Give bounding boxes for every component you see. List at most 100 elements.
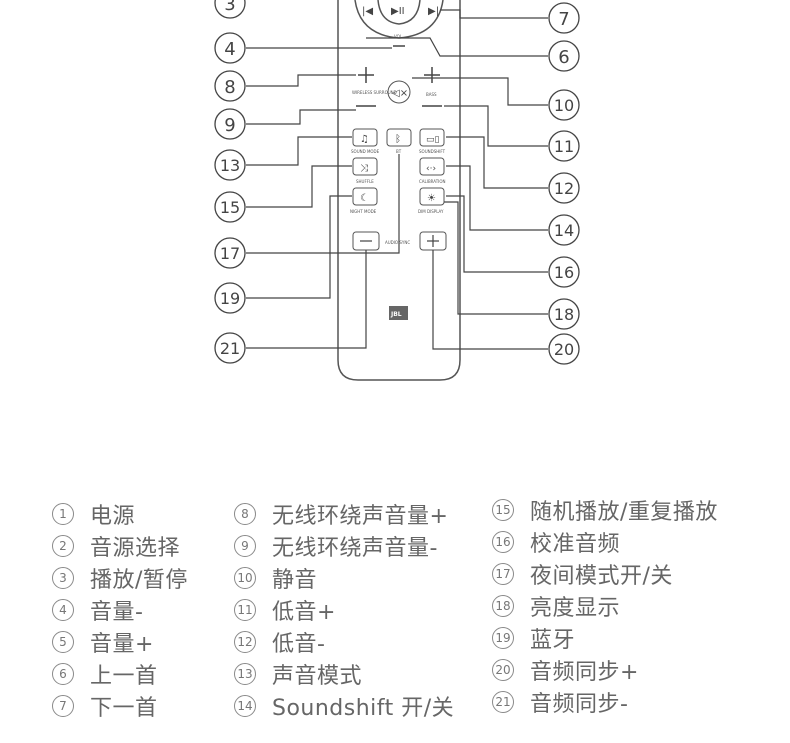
legend-label: 音量+ [90, 632, 154, 657]
legend-number: 11 [234, 599, 256, 621]
play-pause-icon: ▶II [391, 6, 405, 17]
bass-label: BASS [426, 92, 437, 97]
bt-button [386, 128, 412, 147]
legend-number: 4 [52, 599, 74, 621]
bt-label: BT [396, 149, 402, 154]
calibration-icon: ‹·› [426, 164, 436, 174]
soundshift-button [419, 128, 445, 147]
svg-text:8: 8 [224, 77, 235, 98]
svg-text:6: 6 [558, 47, 569, 68]
legend-number: 10 [234, 567, 256, 589]
legend-label: 夜间模式开/关 [530, 564, 673, 589]
legend-label: 随机播放/重复播放 [530, 500, 718, 525]
legend-number: 16 [492, 531, 514, 553]
leader-14 [446, 165, 548, 231]
legend-number: 1 [52, 503, 74, 525]
center-ring [377, 0, 421, 25]
remote-control-diagram: |◀ ▶II ▶| VOL WIRELESS SURROUND ◁× BASS … [214, 0, 580, 381]
legend-label: 无线环绕声音量- [272, 536, 438, 561]
night-mode-button [352, 187, 378, 206]
leader-11 [444, 105, 548, 147]
vol-label: VOL [394, 34, 403, 39]
callouts-right: 7 6 10 11 12 14 16 18 20 [548, 2, 580, 365]
callout-6: 6 [548, 40, 580, 72]
legend-number: 20 [492, 659, 514, 681]
callout-14: 14 [548, 214, 580, 246]
svg-text:3: 3 [224, 0, 235, 15]
legend-label: 静音 [272, 568, 318, 593]
callout-21: 21 [214, 332, 246, 364]
svg-text:11: 11 [554, 137, 574, 156]
callout-13: 13 [214, 149, 246, 181]
brightness-icon: ☀ [427, 193, 436, 204]
callout-12: 12 [548, 172, 580, 204]
legend-label: 蓝牙 [530, 628, 576, 653]
legend-number: 14 [234, 695, 256, 717]
legend-label: 音频同步+ [530, 660, 639, 685]
svg-text:18: 18 [554, 305, 574, 324]
bass-plus-icon [424, 67, 440, 83]
svg-text:19: 19 [220, 289, 240, 308]
callout-8: 8 [214, 70, 246, 102]
leader-21 [246, 250, 367, 349]
svg-text:12: 12 [554, 179, 574, 198]
leader-19 [246, 195, 352, 299]
wireless-surround-label: WIRELESS SURROUND [352, 90, 397, 95]
legend-item: 16 校准音频 [492, 526, 718, 558]
callout-3: 3 [214, 0, 246, 19]
bluetooth-icon: ᛒ [395, 134, 401, 145]
legend-label: 无线环绕声音量+ [272, 504, 449, 529]
jbl-logo [389, 306, 408, 320]
callouts-left: 3 4 8 9 13 15 17 19 21 [214, 0, 246, 364]
callout-4: 4 [214, 32, 246, 64]
legend-item: 17 夜间模式开/关 [492, 558, 718, 590]
callout-7: 7 [548, 2, 580, 34]
legend-item: 14 Soundshift 开/关 [234, 690, 454, 722]
legend-item: 12 低音- [234, 626, 454, 658]
leader-16 [446, 195, 548, 273]
jbl-logo-text: JBL [390, 311, 402, 318]
soundshift-label: SOUNDSHIFT [419, 149, 446, 154]
leader-18 [444, 201, 548, 315]
svg-text:9: 9 [224, 115, 235, 136]
legend-number: 21 [492, 691, 514, 713]
legend-label: 电源 [90, 504, 136, 529]
leader-10 [412, 77, 548, 106]
calibration-label: CALIBRATION [419, 179, 446, 184]
legend-number: 7 [52, 695, 74, 717]
legend-label: 校准音频 [530, 532, 621, 557]
svg-text:16: 16 [554, 263, 574, 282]
callout-17: 17 [214, 237, 246, 269]
legend-number: 12 [234, 631, 256, 653]
calibration-button [419, 157, 445, 176]
legend-label: Soundshift 开/关 [272, 696, 455, 721]
plus-icon [427, 235, 439, 247]
legend-number: 17 [492, 563, 514, 585]
leader-17 [246, 154, 400, 254]
night-mode-label: NIGHT MODE [350, 209, 377, 214]
legend-number: 18 [492, 595, 514, 617]
legend-label: 亮度显示 [530, 596, 621, 621]
callout-10: 10 [548, 89, 580, 121]
legend-number: 13 [234, 663, 256, 685]
shuffle-label: SHUFFLE [356, 179, 374, 184]
audio-sync-label: AUDIO SYNC [385, 240, 410, 245]
sound-mode-button [352, 128, 378, 147]
leader-13 [246, 136, 352, 166]
mute-icon: ◁× [392, 88, 408, 99]
legend-item: 1 电源 [52, 498, 188, 530]
leader-6 [366, 37, 548, 57]
leader-12 [446, 136, 548, 189]
remote-body [337, 0, 461, 381]
shuffle-button [352, 157, 378, 176]
legend-label: 低音- [272, 632, 326, 657]
